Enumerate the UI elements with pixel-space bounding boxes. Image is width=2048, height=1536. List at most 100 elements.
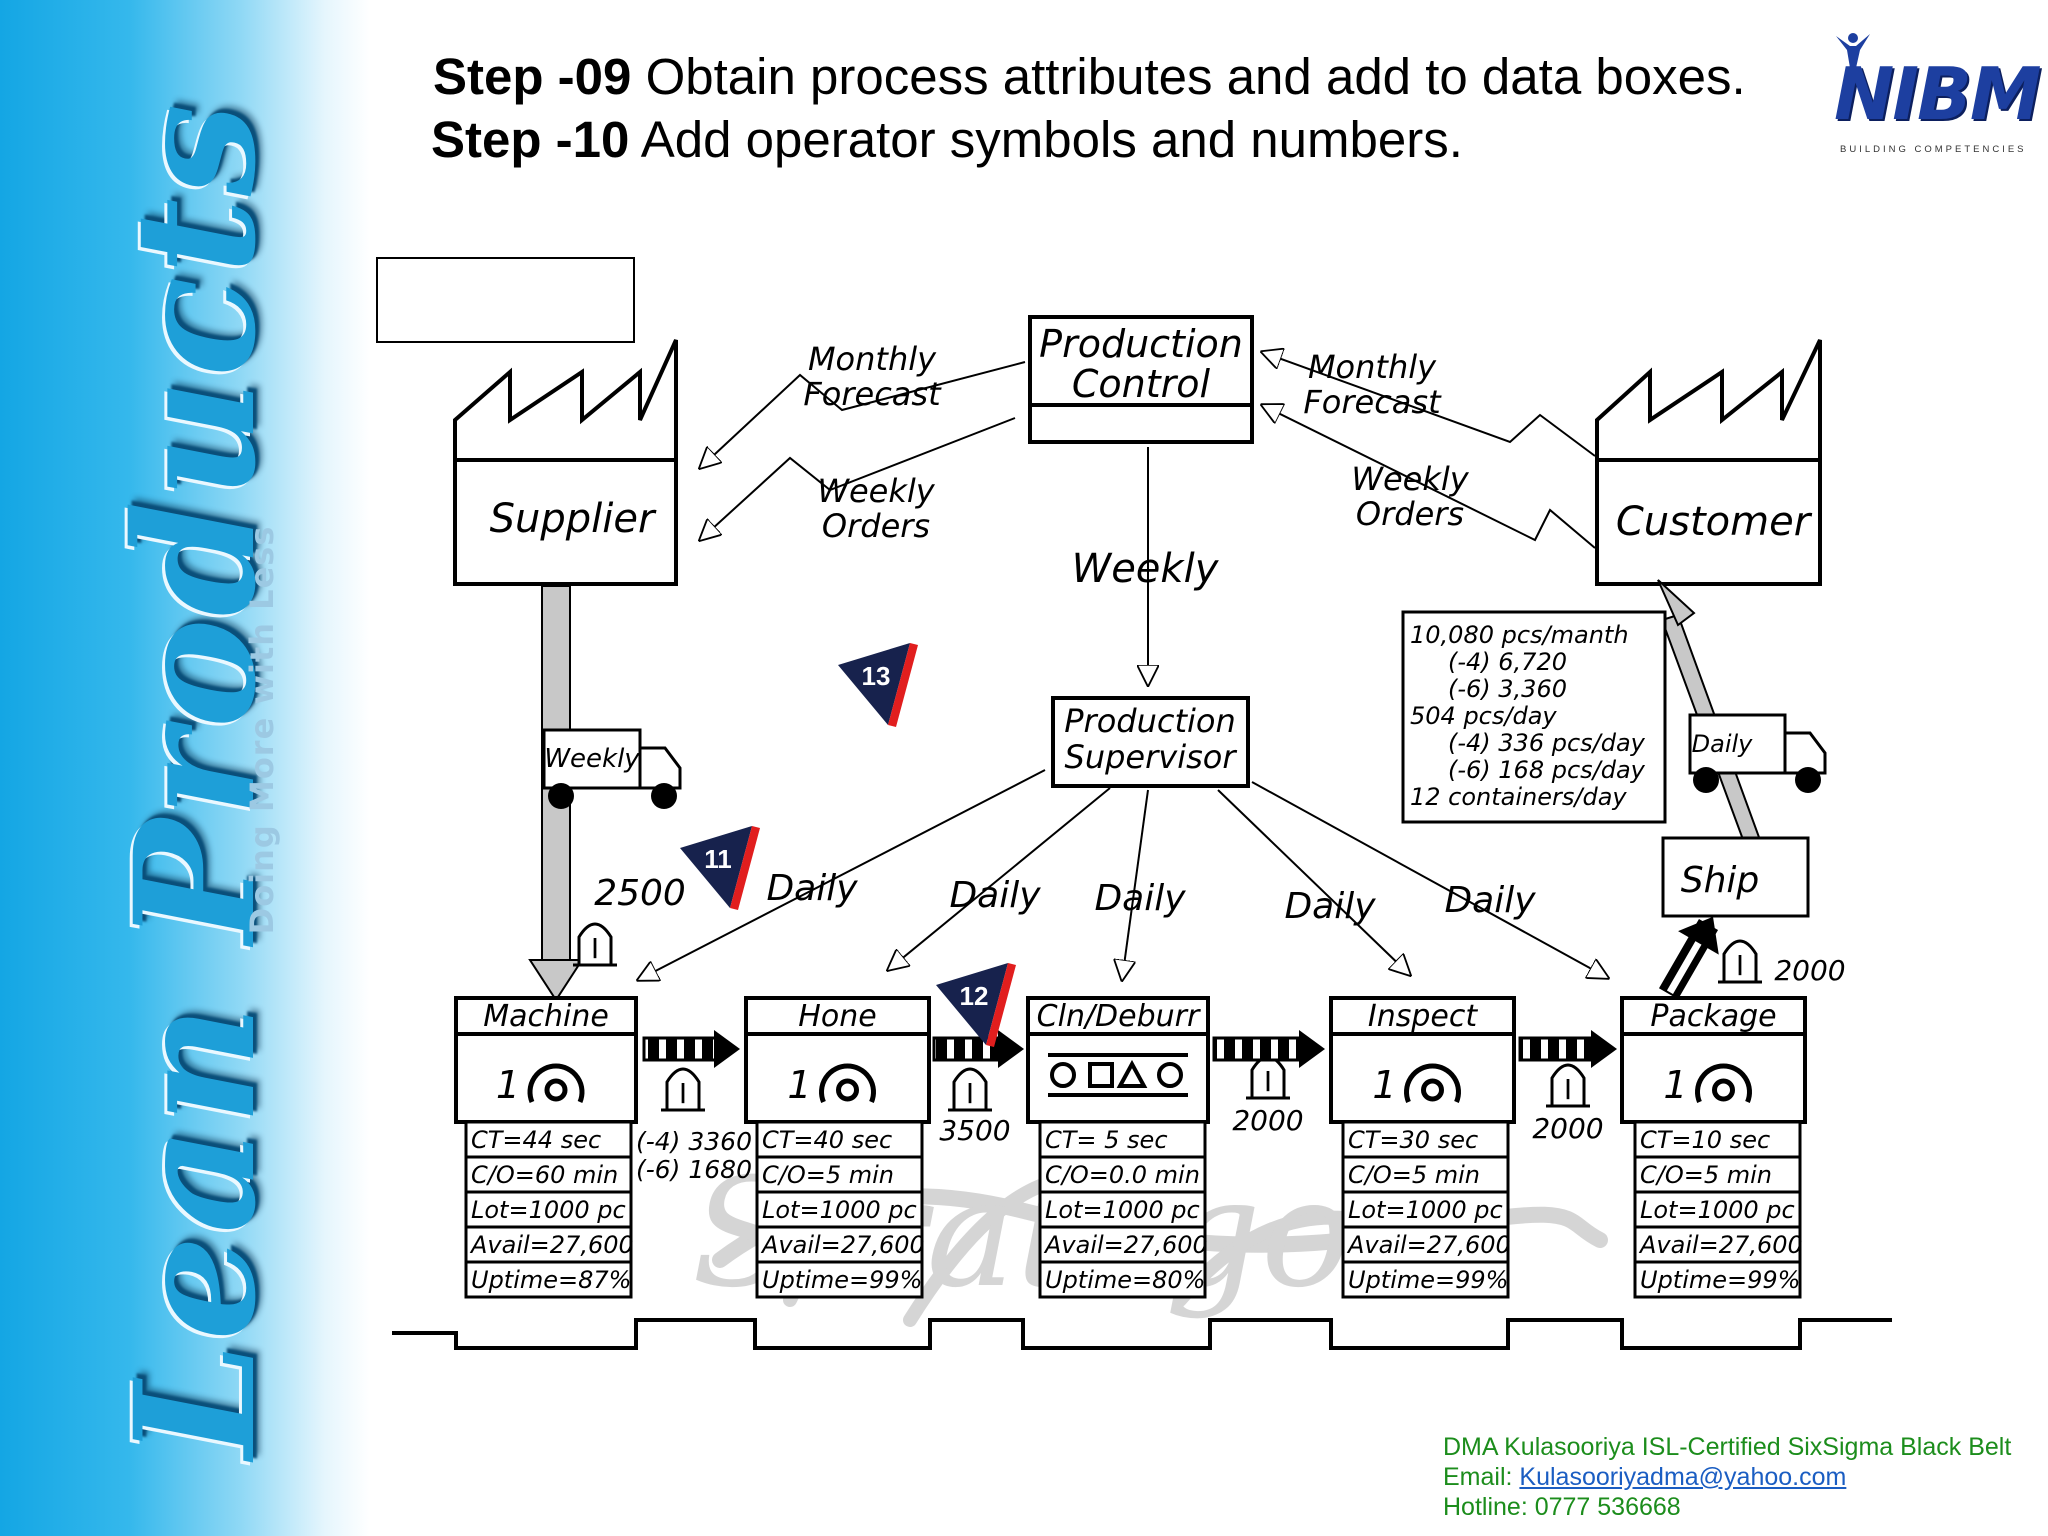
daily-label-machine: Daily xyxy=(766,868,858,909)
data-box-avail: Avail=27,600 xyxy=(469,1231,634,1259)
operator-count: 1 xyxy=(787,1063,811,1107)
operator-count: 1 xyxy=(496,1063,520,1107)
data-box-lot: Lot=1000 pc xyxy=(1640,1196,1795,1224)
data-box-ct: CT=10 sec xyxy=(1640,1126,1770,1154)
data-box-uptime: Uptime=99% xyxy=(1348,1266,1508,1294)
production-supervisor-label-2: Supervisor xyxy=(1065,738,1238,776)
customer-label: Customer xyxy=(1616,499,1813,545)
email-label: Email: xyxy=(1443,1463,1520,1491)
kaizen-burst-icon: 13 xyxy=(838,643,918,727)
daily-label-package: Daily xyxy=(1444,880,1536,921)
process-name: Inspect xyxy=(1368,999,1478,1034)
data-box-ct: CT=44 sec xyxy=(471,1126,601,1154)
left-orders-label-2: Orders xyxy=(822,507,930,545)
right-orders-label-2: Orders xyxy=(1356,495,1464,533)
daily-label-cln: Daily xyxy=(1094,878,1186,919)
data-box-co: C/O=5 min xyxy=(1348,1161,1480,1189)
data-box-cell xyxy=(1633,1260,1802,1299)
inventory-symbol-text: I xyxy=(1736,949,1744,982)
data-box-uptime: Uptime=80% xyxy=(1045,1266,1205,1294)
data-box-lot: Lot=1000 pc xyxy=(471,1196,626,1224)
data-box-co: C/O=60 min xyxy=(471,1161,618,1189)
data-box-uptime: Uptime=87% xyxy=(471,1266,631,1294)
data-box-avail: Avail=27,600 xyxy=(1346,1231,1511,1259)
data-box-cell xyxy=(464,1190,633,1229)
data-box-cell xyxy=(1341,1225,1510,1264)
production-control-label-1: Production xyxy=(1039,322,1243,366)
customer-demand-line: 504 pcs/day xyxy=(1410,702,1557,730)
customer-demand-line: (-4) 6,720 xyxy=(1448,648,1567,676)
operator-icon xyxy=(527,1063,585,1103)
kaizen-number: 12 xyxy=(960,981,989,1011)
ship-label: Ship xyxy=(1681,860,1760,901)
data-box-ct: CT= 5 sec xyxy=(1045,1126,1168,1154)
operator-icon xyxy=(1404,1063,1461,1103)
kaizen-number: 13 xyxy=(862,661,891,691)
data-box-cell xyxy=(1038,1120,1207,1159)
data-box-avail: Avail=27,600 xyxy=(1638,1231,1803,1259)
nibm-logo: NIBM BUILDING COMPETENCIES xyxy=(1830,28,2042,158)
data-box-uptime: Uptime=99% xyxy=(1640,1266,1800,1294)
inventory-raw-label: 2500 xyxy=(594,873,686,914)
daily-label-inspect: Daily xyxy=(1284,886,1376,927)
step-10-text: Add operator symbols and numbers. xyxy=(629,111,1463,168)
right-forecast-arrow xyxy=(1262,352,1596,457)
data-box-cell xyxy=(1341,1260,1510,1299)
data-box-cell xyxy=(1038,1260,1207,1299)
inventory-after-cln-label: 2000 xyxy=(1232,1104,1303,1137)
inventory-after-hone-label: 3500 xyxy=(939,1114,1010,1147)
nibm-wordmark: NIBM xyxy=(1834,52,2042,136)
data-box-cell xyxy=(1633,1190,1802,1229)
hotline-line: Hotline: 0777 536668 xyxy=(1443,1493,1681,1521)
customer-truck-icon: Daily xyxy=(1688,713,1827,793)
inventory-triangle-icon: I xyxy=(1718,939,1762,984)
operator-icon xyxy=(819,1063,876,1103)
push-arrow-icon xyxy=(1518,1030,1617,1068)
left-forecast-label-1: Monthly xyxy=(808,340,937,378)
timeline xyxy=(392,1318,1892,1350)
kaizen-number: 11 xyxy=(704,844,732,874)
data-box-avail: Avail=27,600 xyxy=(1043,1231,1208,1259)
inventory-symbol-text: I xyxy=(966,1077,974,1110)
left-orders-label-1: Weekly xyxy=(817,472,935,510)
inventory-symbol-text: I xyxy=(1264,1065,1272,1098)
production-supervisor-label-1: Production xyxy=(1064,702,1236,740)
sidebar-panel: Lean Products Doing More with Less xyxy=(0,0,370,1536)
data-box-avail: Avail=27,600 xyxy=(760,1231,925,1259)
inventory-triangle-icon: I xyxy=(1546,1063,1590,1108)
customer-demand-line: (-4) 336 pcs/day xyxy=(1448,729,1646,757)
customer-factory: Customer xyxy=(1595,339,1822,586)
supplier-label: Supplier xyxy=(490,496,657,542)
right-orders-arrow xyxy=(1262,405,1596,549)
inventory-triangle-icon: I xyxy=(1246,1055,1290,1100)
data-box-cell xyxy=(1633,1120,1802,1159)
data-box-co: C/O=0.0 min xyxy=(1045,1161,1200,1189)
production-control-label-2: Control xyxy=(1072,362,1211,406)
customer-demand-box: 10,080 pcs/manth(-4) 6,720(-6) 3,360504 … xyxy=(1401,610,1667,824)
kaizen-burst-icon: 11 xyxy=(680,826,760,910)
data-box-co: C/O=5 min xyxy=(762,1161,894,1189)
operator-count: 1 xyxy=(1663,1063,1687,1107)
push-arrows xyxy=(642,1030,1617,1068)
data-box-ct: CT=40 sec xyxy=(762,1126,892,1154)
step-09-title: Step -09 Obtain process attributes and a… xyxy=(433,47,1746,106)
data-box-ct: CT=30 sec xyxy=(1348,1126,1478,1154)
inventory-symbol-text: I xyxy=(1564,1073,1572,1106)
right-forecast-label-2: Forecast xyxy=(1303,383,1442,421)
email-link[interactable]: Kulasooriyadma@yahoo.com xyxy=(1519,1463,1847,1491)
cleaning-equipment-icon xyxy=(1048,1053,1188,1097)
process-name: Package xyxy=(1650,999,1776,1034)
production-supervisor-box: Production Supervisor xyxy=(1051,696,1250,788)
customer-truck-label: Daily xyxy=(1692,730,1754,758)
customer-demand-line: (-6) 3,360 xyxy=(1448,675,1567,703)
left-orders-arrow xyxy=(700,417,1016,540)
inventory-triangle-icon: I xyxy=(948,1067,992,1112)
electronic-info-flows xyxy=(700,352,1596,549)
blank-title-box xyxy=(376,257,635,343)
weekly-schedule-label: Weekly xyxy=(1072,546,1220,592)
